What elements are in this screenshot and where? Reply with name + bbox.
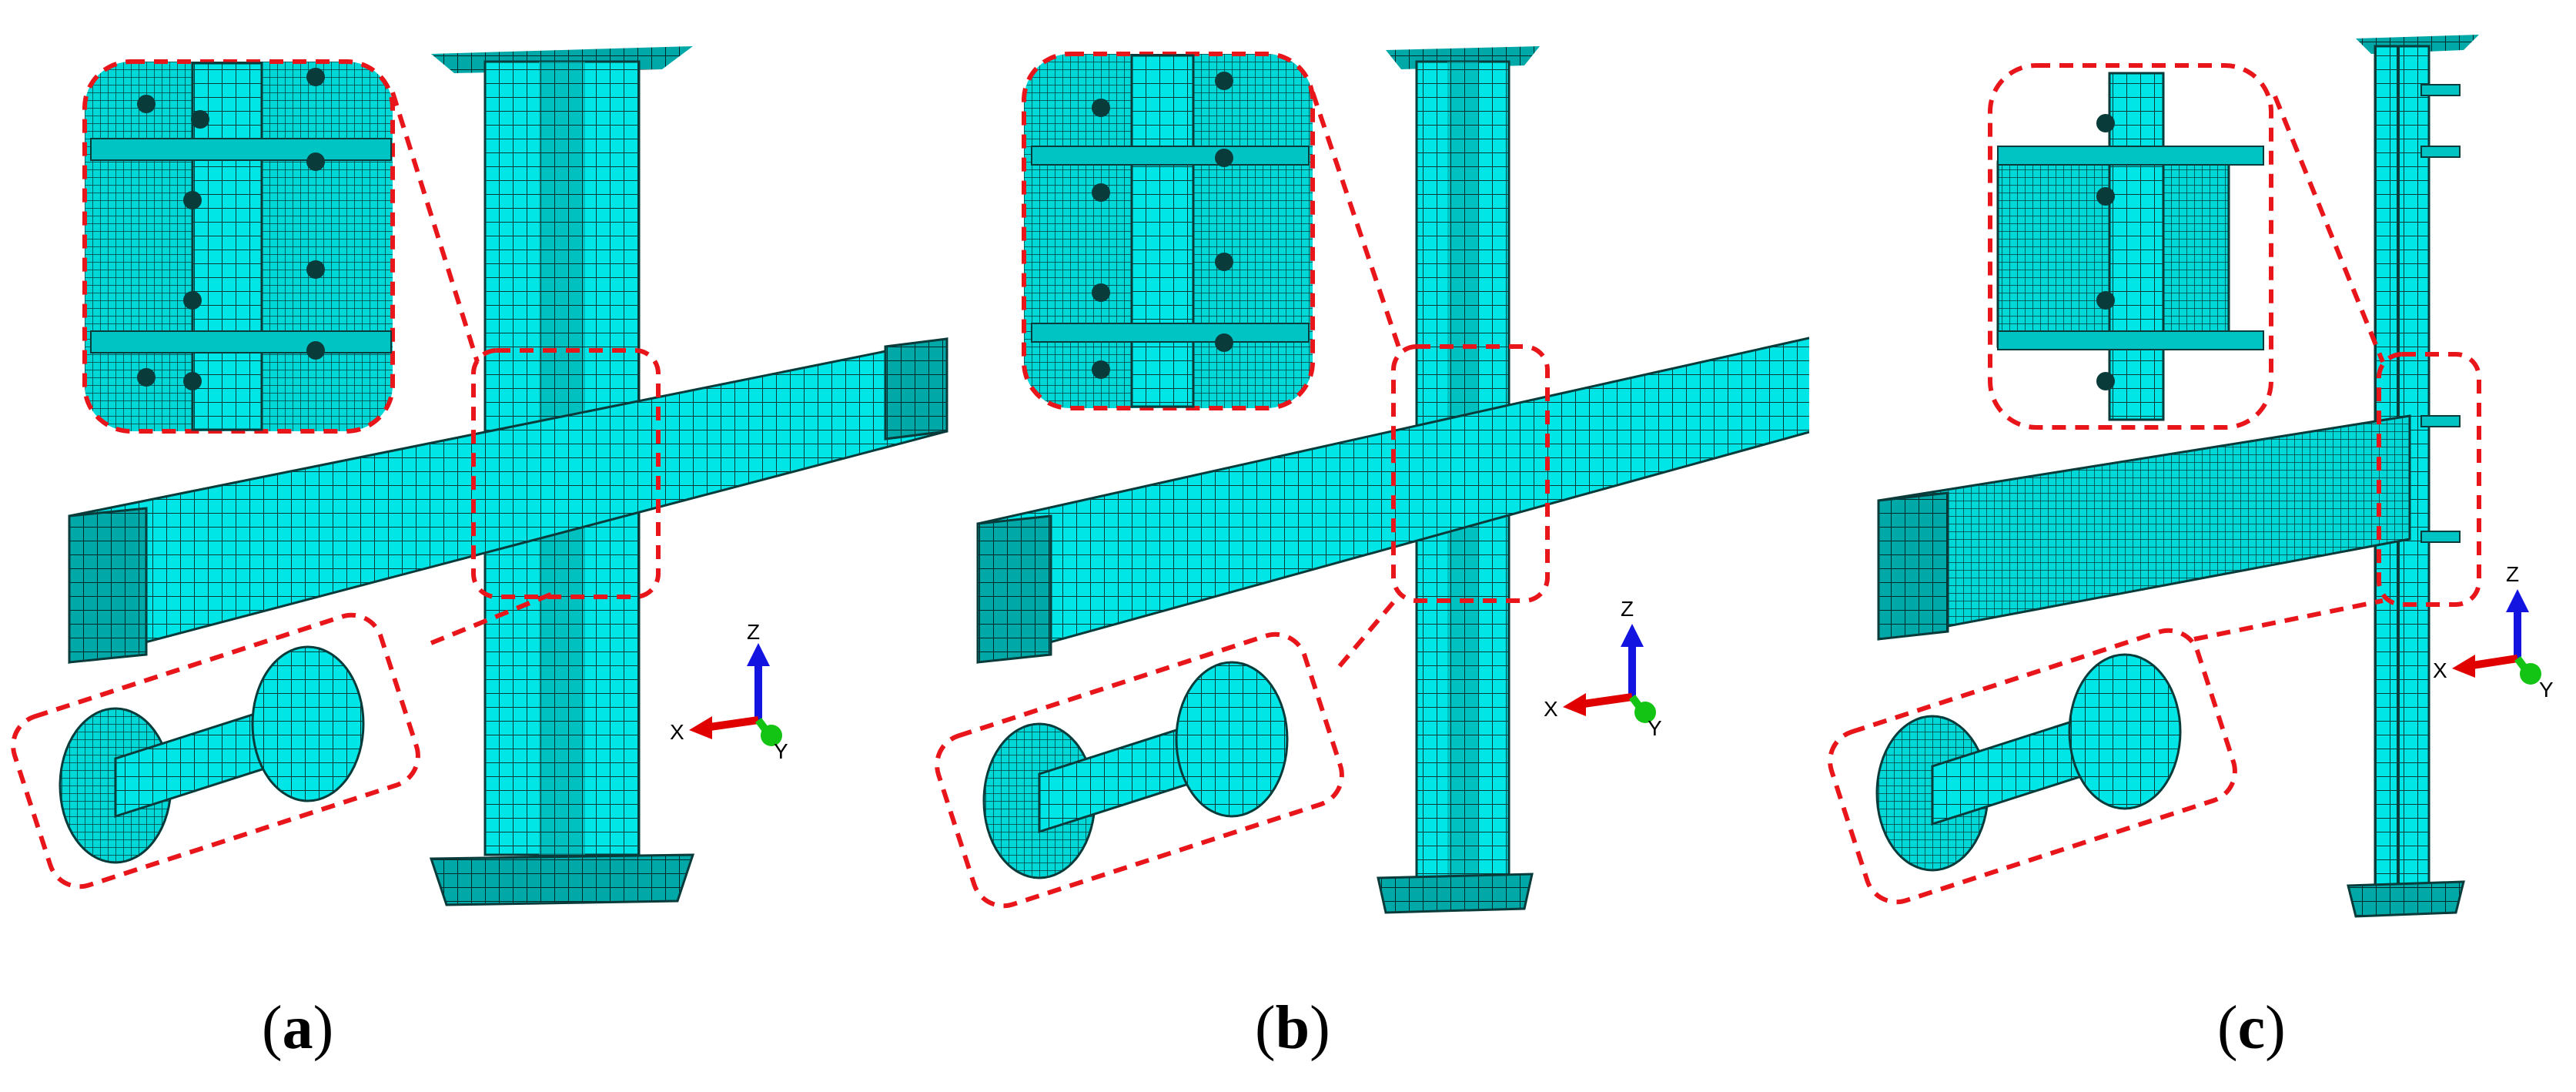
triad-axis-icon xyxy=(689,643,782,746)
axis-label-x: X xyxy=(670,720,684,744)
bolt-detail-icon xyxy=(11,612,420,889)
bolt-detail-icon xyxy=(935,631,1344,909)
beam xyxy=(1877,414,2411,641)
axis-label-x: X xyxy=(2433,658,2447,682)
joint-detail-icon xyxy=(1988,63,2273,430)
axis-label-z: Z xyxy=(1621,597,1634,621)
joint-callout-box xyxy=(471,348,661,599)
panel-c-model: Z X Y xyxy=(1828,35,2554,918)
panel-b: Z X Y (b) xyxy=(924,0,1809,1092)
axis-label-y: Y xyxy=(774,739,788,763)
axis-label-z: Z xyxy=(2506,562,2519,586)
beam xyxy=(68,337,948,664)
caption-a: (a) xyxy=(262,994,334,1062)
joint-callout-box xyxy=(2377,352,2481,607)
caption-c: (c) xyxy=(2217,994,2286,1062)
panel-a: Z X Y (a) xyxy=(0,0,962,1092)
joint-detail-icon xyxy=(82,59,395,434)
caption-b: (b) xyxy=(1255,994,1330,1062)
axis-label-x: X xyxy=(1544,697,1558,721)
axis-label-y: Y xyxy=(1648,716,1662,740)
triad-axis-icon xyxy=(2452,589,2541,685)
axis-label-y: Y xyxy=(2539,678,2554,702)
triad-axis-icon xyxy=(1563,624,1656,723)
axis-label-z: Z xyxy=(747,620,760,644)
panel-a-model: Z X Y xyxy=(11,46,948,906)
bolt-detail-icon xyxy=(1828,628,2237,905)
joint-detail-icon xyxy=(1022,52,1315,410)
panel-b-model: Z X Y xyxy=(935,46,1809,914)
joint-callout-box xyxy=(1391,344,1550,603)
panel-c: Z X Y (c) xyxy=(1794,0,2576,1092)
